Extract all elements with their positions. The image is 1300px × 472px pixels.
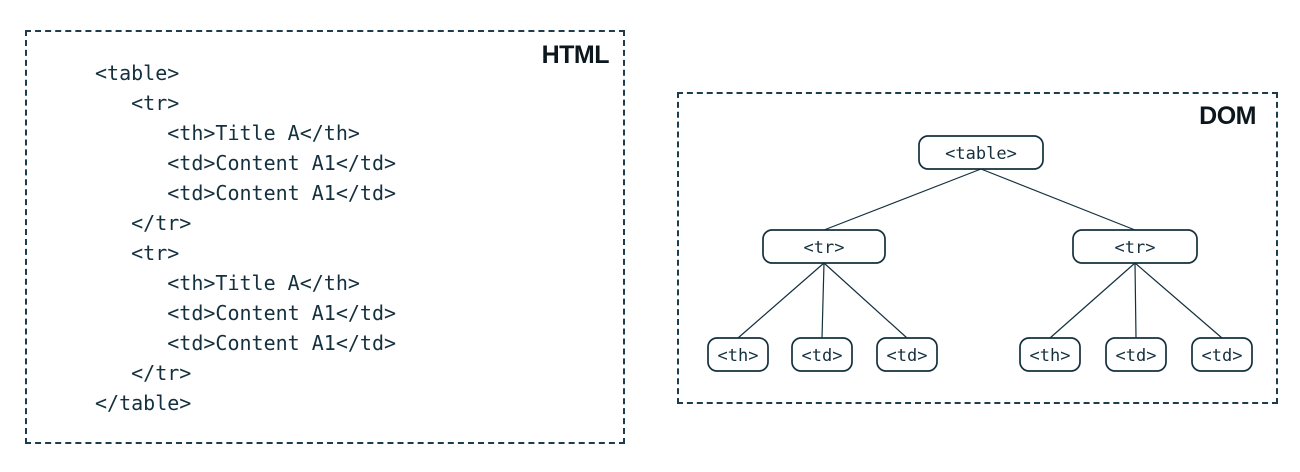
dom-node-tr-right: <tr> [1072,229,1198,264]
dom-node-th-left: <th> [707,337,769,372]
tree-edges [737,168,1223,339]
dom-node-table: <table> [918,135,1044,170]
code-line: </tr> [95,361,192,385]
code-line: <th>Title A</th> [95,271,360,295]
dom-panel-label: DOM [1199,102,1256,130]
dom-node-td-right-1: <td> [1105,337,1167,372]
dom-tree-diagram: <table> <tr> <tr> <th> <td> <td> <th> < [707,135,1253,372]
code-line: <tr> [95,91,180,115]
dom-node-td-right-1-label: <td> [1116,346,1157,366]
code-line: <td>Content A1</td> [95,331,397,355]
dom-node-th-right-label: <th> [1030,346,1071,366]
dom-node-td-left-1: <td> [791,337,853,372]
dom-node-tr-left: <tr> [762,229,886,264]
html-source-panel: HTML <table> <tr> <th>Title A</th> <td>C… [25,30,625,444]
dom-node-td-left-1-label: <td> [802,346,843,366]
dom-node-tr-right-label: <tr> [1115,238,1156,258]
dom-node-tr-left-label: <tr> [804,238,845,258]
dom-node-td-right-2: <td> [1191,337,1253,372]
dom-node-th-left-label: <th> [718,346,759,366]
html-panel-label: HTML [541,41,610,69]
code-line: <td>Content A1</td> [95,151,397,175]
code-line: <td>Content A1</td> [95,301,397,325]
dom-node-td-right-2-label: <td> [1202,346,1243,366]
code-line: </table> [95,391,192,415]
dom-node-td-left-2: <td> [876,337,938,372]
dom-node-table-label: <table> [945,144,1017,164]
dom-node-td-left-2-label: <td> [887,346,928,366]
code-line: <tr> [95,241,180,265]
code-line: <th>Title A</th> [95,121,360,145]
html-code-block: <table> <tr> <th>Title A</th> <td>Conten… [27,58,623,418]
code-line: </tr> [95,211,192,235]
code-line: <table> [95,61,180,85]
dom-node-th-right: <th> [1019,337,1081,372]
dom-tree-panel: DOM <table> <tr> <tr> <th> [677,92,1278,404]
code-line: <td>Content A1</td> [95,181,397,205]
